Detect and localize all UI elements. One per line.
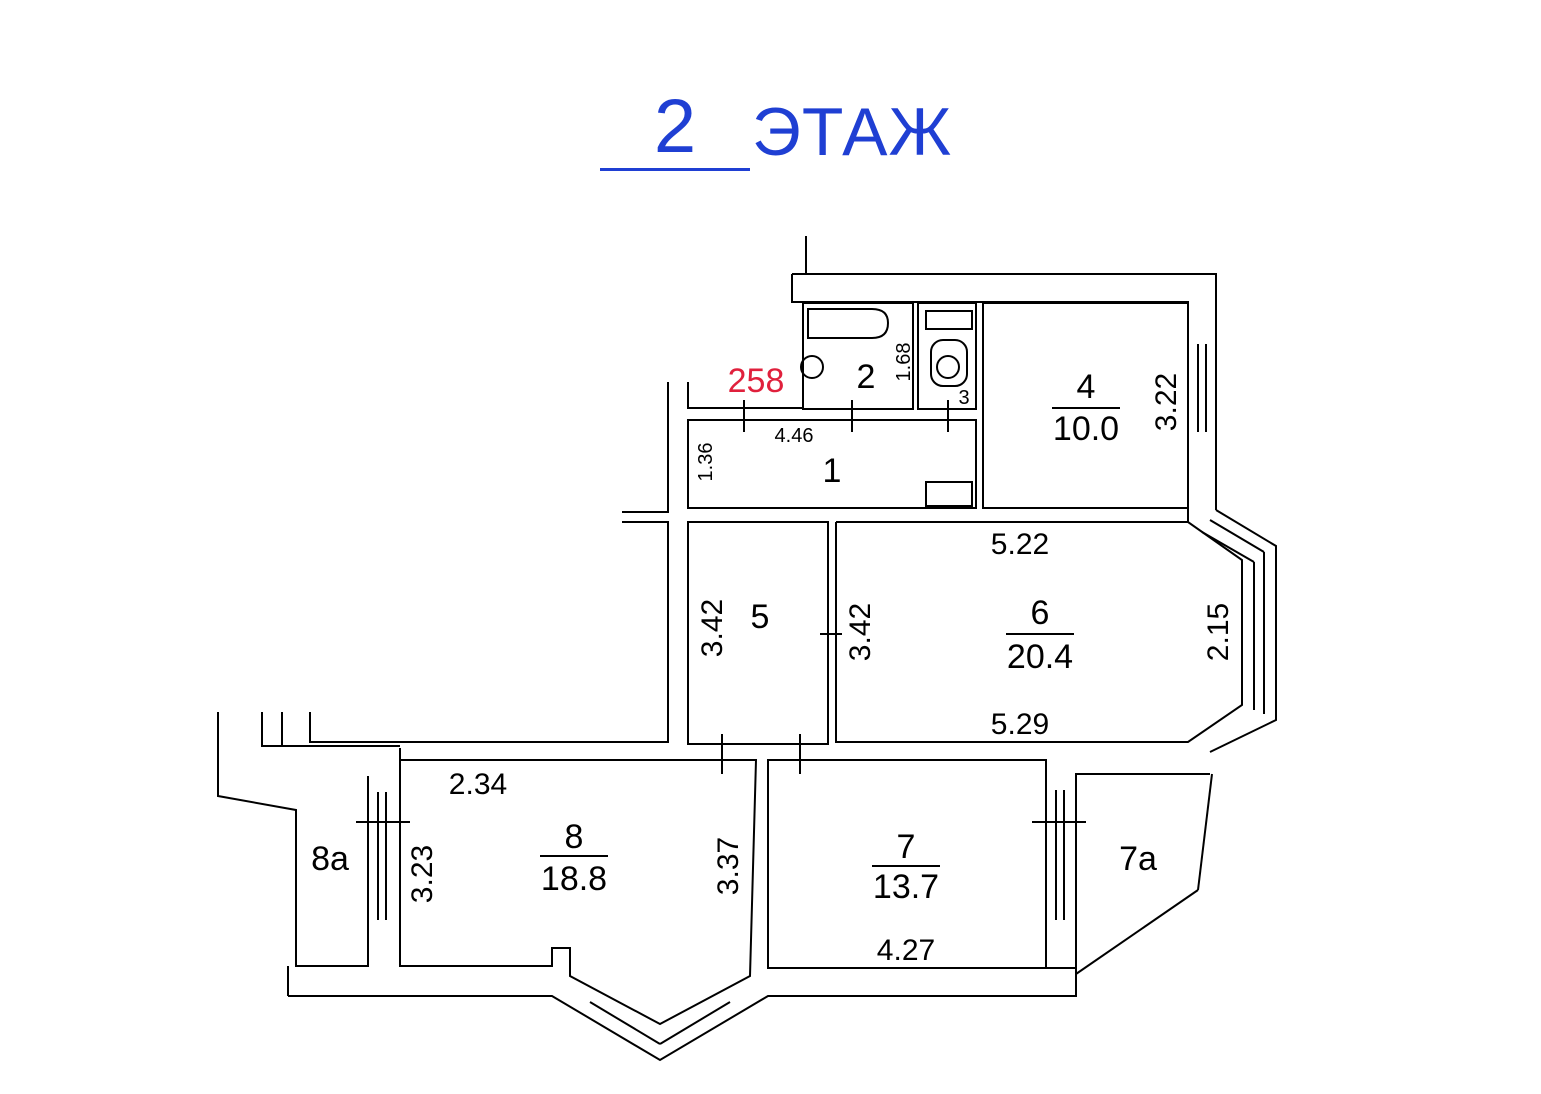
dim-room8-right: 3.37 [712, 837, 745, 895]
door-marks [356, 400, 1086, 823]
room-area-4: 10.0 [1053, 410, 1119, 448]
balcony7a-railing-1 [1075, 889, 1199, 975]
dim-room8-left: 3.23 [406, 845, 439, 903]
room4-wall [982, 302, 1189, 509]
closet [925, 481, 973, 507]
toilet-seat [936, 355, 960, 379]
dim-room4-width: 3.22 [1150, 373, 1183, 431]
dim-room1-width: 1.36 [695, 443, 717, 482]
room-area-6: 20.4 [1007, 638, 1073, 676]
room-label-7: 7 [897, 828, 916, 866]
dim-room6-left: 3.42 [844, 603, 877, 661]
bay-outer-wall [1209, 509, 1277, 753]
room-label-8: 8 [565, 818, 584, 856]
outer-wall-top-right [792, 273, 1217, 510]
apartment-number: 258 [728, 362, 785, 400]
dim-room6-top: 5.22 [991, 528, 1049, 561]
outer-wall-bottom [288, 773, 1210, 1062]
dim-room1-length: 4.46 [775, 425, 814, 447]
floor-number-underline [600, 168, 750, 171]
floor-heading: 2 ЭТАЖ [0, 80, 1541, 180]
room-label-5: 5 [751, 598, 770, 636]
toilet-tank [925, 310, 973, 330]
balcony8a-wall [217, 712, 369, 967]
room6-wall [835, 521, 1243, 743]
sink [800, 355, 824, 379]
room-area-8: 18.8 [541, 860, 607, 898]
room-label-3: 3 [958, 387, 969, 409]
dim-room6-bottom: 5.29 [991, 708, 1049, 741]
bay8-glass-2 [659, 1001, 731, 1045]
room-label-6: 6 [1031, 594, 1050, 632]
room-label-2: 2 [857, 358, 876, 396]
stair-wall-2 [687, 382, 803, 409]
bay-glass-2 [1201, 531, 1255, 563]
room-label-1: 1 [823, 452, 842, 490]
bathroom-wall [802, 302, 914, 410]
dim-room7-bottom: 4.27 [877, 934, 935, 967]
dim-room8-top: 2.34 [449, 768, 507, 801]
balcony7a-wall [1045, 760, 1076, 969]
bay-glass-1 [1209, 519, 1265, 553]
walls [217, 236, 1277, 1062]
room-label-8a: 8а [311, 840, 349, 878]
room8a-top-wall [261, 712, 400, 747]
floor-word: ЭТАЖ [752, 94, 953, 170]
room-area-7: 13.7 [873, 868, 939, 906]
inner-wall-top [791, 274, 1189, 522]
bathtub [807, 308, 890, 339]
room8-wall [399, 748, 758, 1026]
corridor-wall [687, 419, 977, 509]
bay8-glass-1 [589, 1001, 661, 1045]
toilet-bowl [930, 339, 968, 387]
balcony7a-railing-2 [1197, 773, 1213, 891]
dim-room6-bay: 2.15 [1202, 603, 1235, 661]
dim-room2-width: 1.68 [893, 343, 915, 382]
stair-wall-1 [622, 382, 669, 513]
floor-number: 2 [653, 84, 697, 169]
room-label-4: 4 [1077, 368, 1096, 406]
stair-wall-3 [309, 521, 669, 743]
room-label-7a: 7а [1119, 840, 1157, 878]
dim-room5-length: 3.42 [696, 599, 729, 657]
